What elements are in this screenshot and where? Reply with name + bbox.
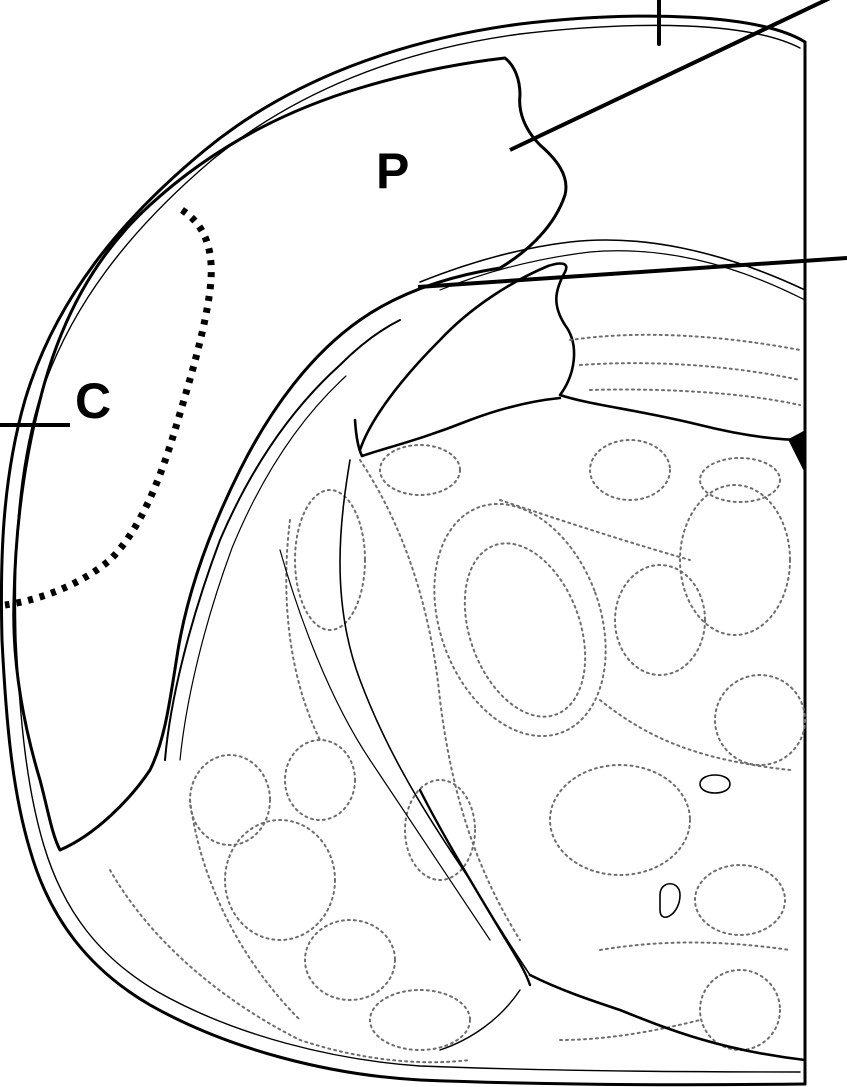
- inner-capsule-curve-2: [180, 376, 346, 760]
- small-loop: [660, 884, 680, 917]
- nucleus-lower-7: [695, 865, 785, 935]
- lower-contour-2: [440, 990, 520, 1050]
- nucleus-large-inner: [443, 527, 608, 734]
- dotted-band-upper-3: [590, 390, 800, 405]
- small-ring: [700, 775, 730, 793]
- dotted-arc-7: [500, 500, 690, 560]
- callosum-upper-band-2: [440, 251, 805, 300]
- dotted-arc-4: [110, 870, 470, 1062]
- dotted-band-upper: [570, 335, 800, 350]
- dotted-arc-3: [190, 800, 300, 1020]
- pointer-lines: [0, 0, 847, 425]
- nucleus-lower-6: [550, 765, 690, 875]
- dotted-arc-5: [560, 1020, 700, 1040]
- cortex-region: [14, 58, 805, 850]
- dotted-arc-2: [286, 520, 320, 740]
- nucleus-lower-4: [285, 740, 355, 820]
- nucleus-mid-4: [615, 565, 705, 675]
- cortex-outline: [14, 58, 566, 850]
- dotted-arc-8: [600, 700, 790, 770]
- nucleus-lower-9: [370, 990, 470, 1050]
- ventricle-wedge: [790, 432, 805, 470]
- nucleus-large: [404, 480, 636, 760]
- corpus-callosum-lower: [355, 398, 560, 456]
- label-c: C: [75, 376, 111, 426]
- pointer-p: [510, 0, 847, 150]
- nucleus-right-2: [715, 675, 805, 765]
- subcortical-structures: [110, 335, 805, 1062]
- corpus-callosum-outline: [360, 264, 805, 450]
- dotted-band-upper-2: [580, 363, 800, 380]
- nucleus-mid-2: [380, 445, 460, 495]
- nucleus-lower-8: [700, 970, 780, 1050]
- label-p: P: [376, 146, 409, 196]
- nucleus-mid-1: [295, 490, 365, 630]
- nucleus-lower-1: [225, 820, 335, 940]
- nucleus-right-1: [680, 485, 790, 635]
- lower-contour: [530, 975, 805, 1060]
- tract-diagonal-1: [340, 460, 530, 975]
- nucleus-right-3: [700, 458, 780, 502]
- nucleus-lower-2: [305, 920, 395, 1000]
- dotted-arc-6: [600, 943, 790, 951]
- inner-tracts: [280, 460, 805, 1060]
- nucleus-lower-3: [190, 755, 270, 845]
- tract-diagonal-3: [280, 550, 490, 940]
- nucleus-mid-3: [590, 440, 670, 500]
- dotted-arc-1: [360, 460, 520, 940]
